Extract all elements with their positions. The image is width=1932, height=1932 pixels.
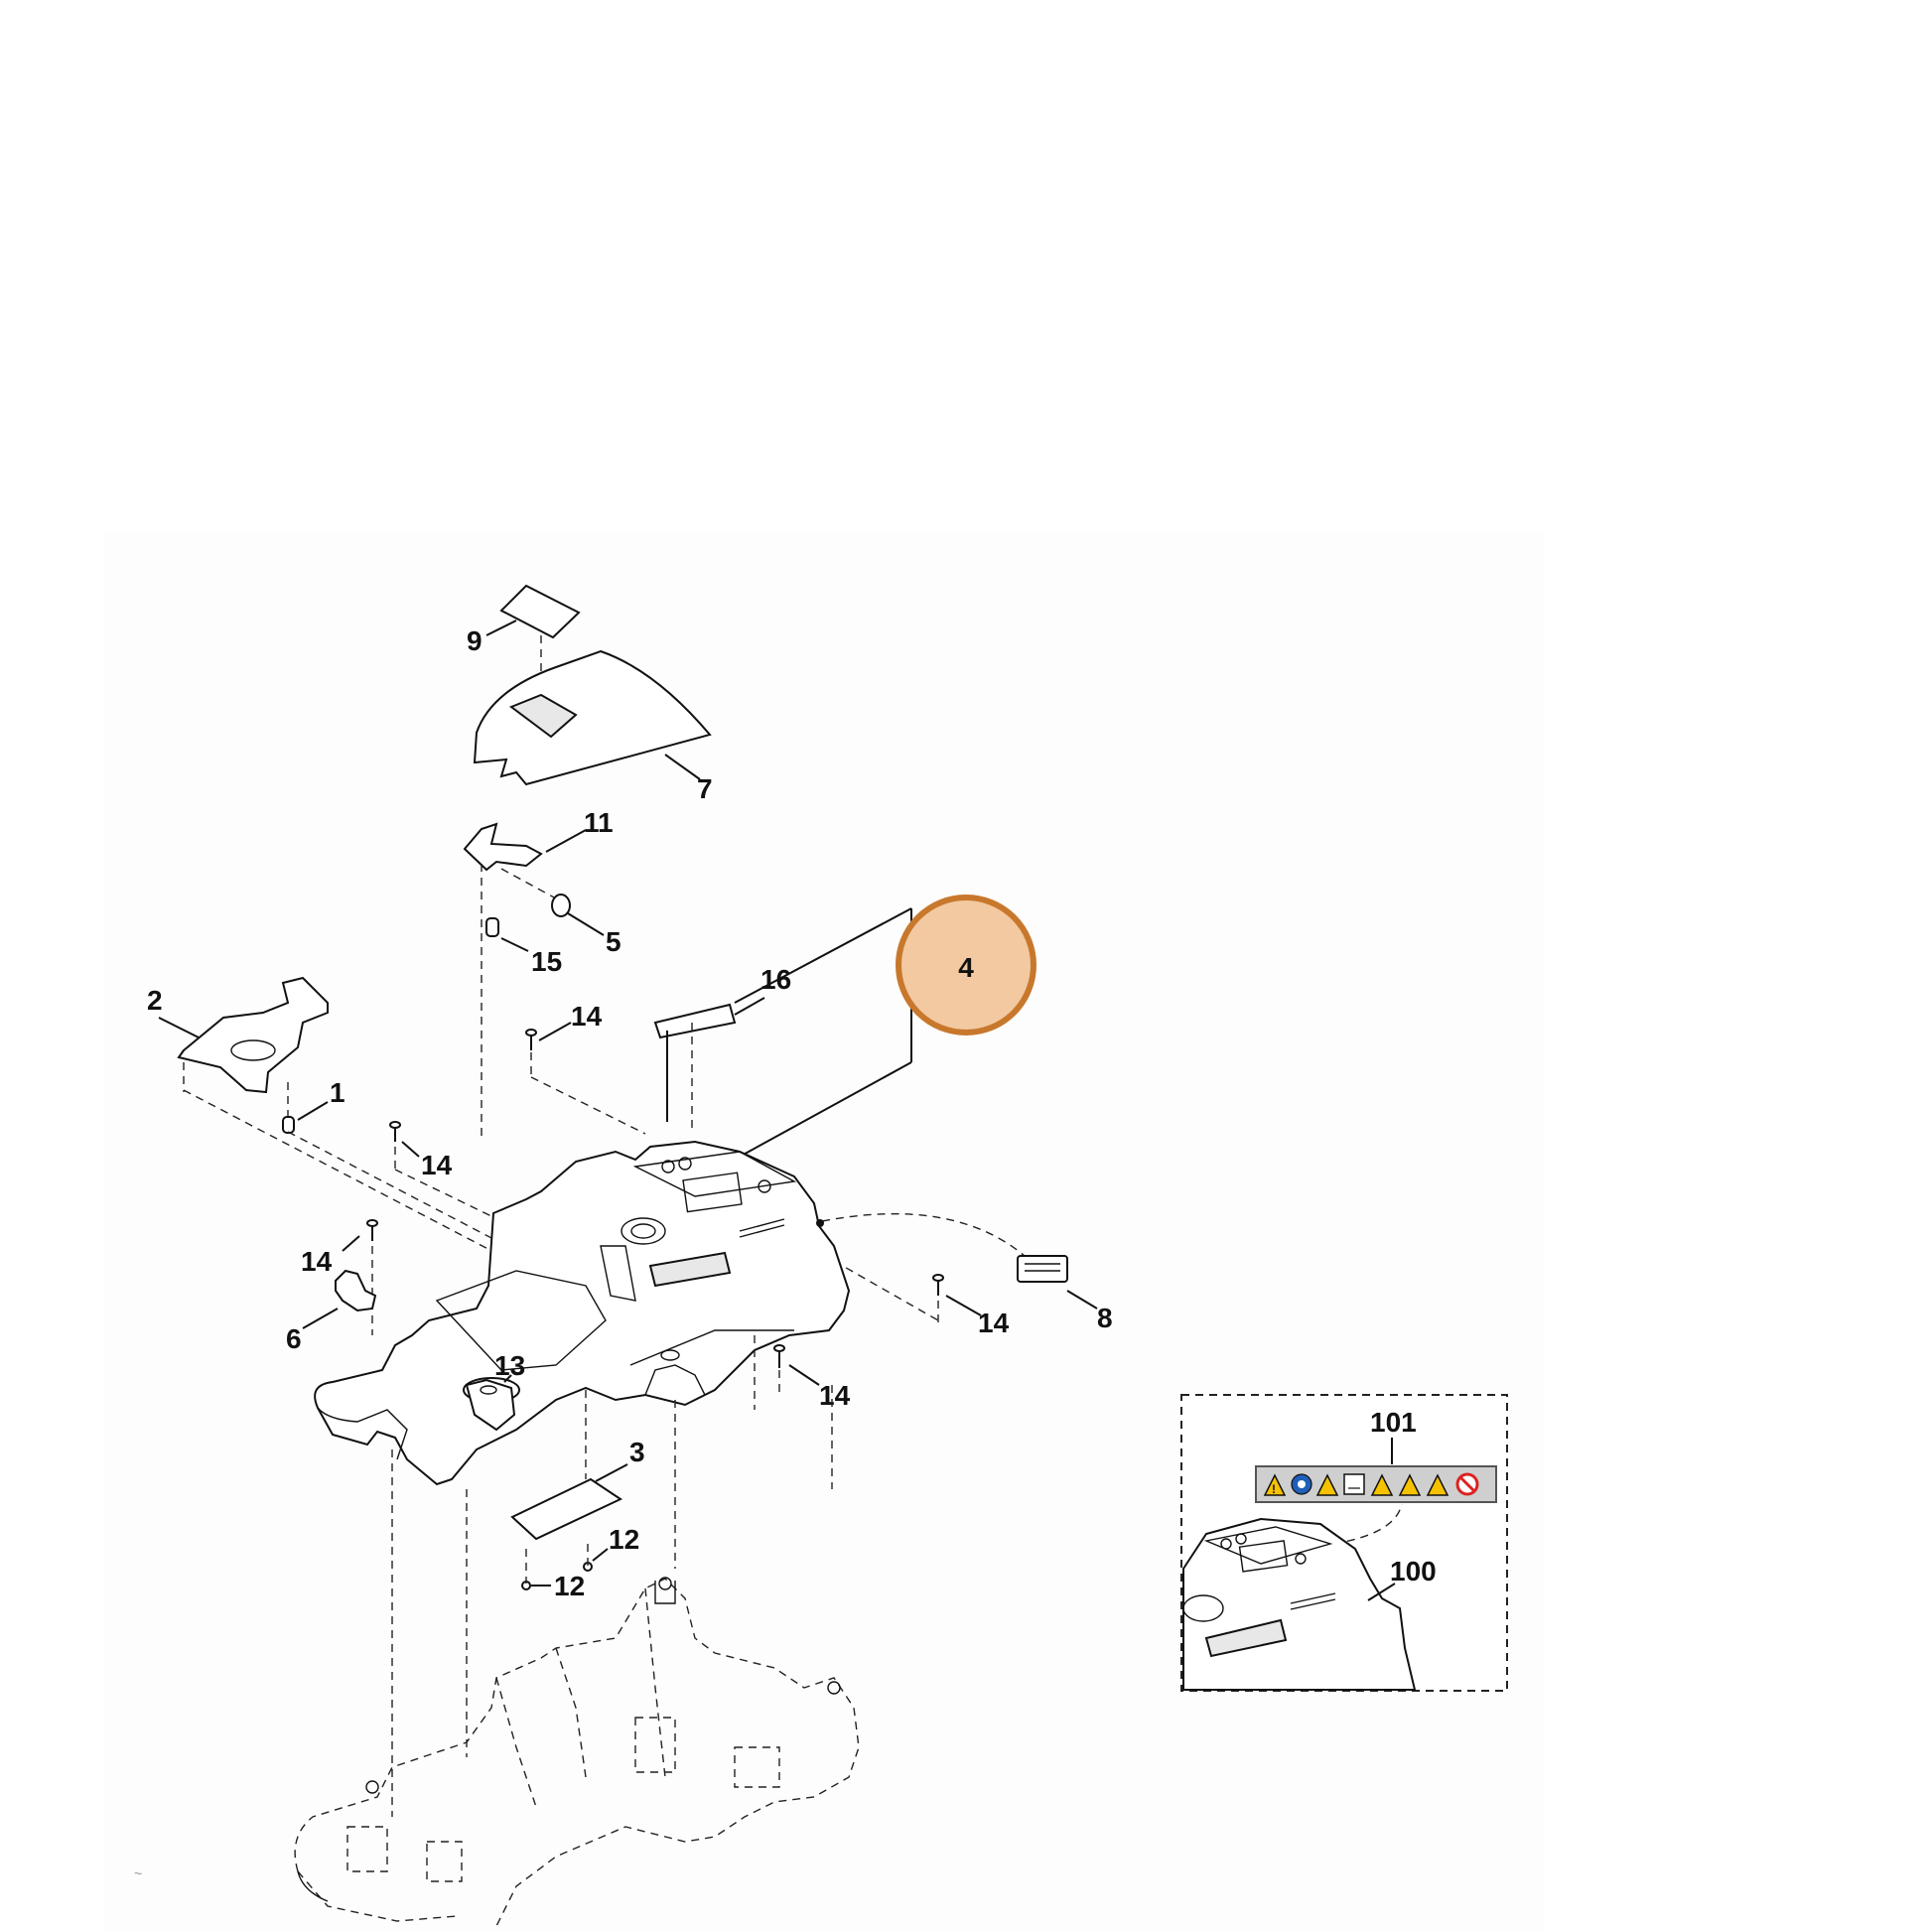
part-6-clip xyxy=(302,1269,377,1329)
label-2: 2 xyxy=(147,985,163,1016)
label-14-a: 14 xyxy=(571,1001,603,1032)
label-9: 9 xyxy=(467,625,483,656)
highlight-part-4[interactable]: 4 xyxy=(896,895,1036,1035)
label-3: 3 xyxy=(629,1437,645,1467)
part-2-bracket xyxy=(158,976,329,1122)
part-12-screw-a xyxy=(583,1544,609,1572)
warning-icon xyxy=(1370,1473,1394,1496)
manual-icon xyxy=(1343,1473,1365,1495)
stray-mark: ~ xyxy=(134,1865,142,1881)
warning-icon xyxy=(1398,1473,1422,1496)
label-12-b: 12 xyxy=(554,1571,585,1601)
label-1: 1 xyxy=(330,1077,345,1108)
warning-icon xyxy=(1426,1473,1449,1496)
part-14-screw-a xyxy=(525,1022,646,1135)
info-icon xyxy=(1291,1473,1312,1495)
prohibition-icon xyxy=(1455,1472,1479,1496)
label-5: 5 xyxy=(606,926,621,957)
label-14-e: 14 xyxy=(819,1380,851,1411)
label-11: 11 xyxy=(584,807,614,838)
label-14-b: 14 xyxy=(421,1150,453,1180)
label-13: 13 xyxy=(494,1350,525,1381)
main-housing xyxy=(314,1140,851,1486)
part-7-cover xyxy=(473,649,712,786)
part-14-screw-e xyxy=(773,1344,820,1395)
label-100: 100 xyxy=(1390,1556,1437,1587)
part-11-latch xyxy=(463,822,587,1142)
label-14-f: 14 xyxy=(978,1308,1010,1338)
label-8: 8 xyxy=(1097,1303,1113,1333)
inset-detail: 101 ! xyxy=(1180,1394,1508,1692)
label-6: 6 xyxy=(286,1323,302,1354)
part-15-pin xyxy=(485,917,529,952)
part-5-clip xyxy=(551,894,605,936)
part-14-screw-f xyxy=(833,1260,982,1325)
part-16-sensor-strip xyxy=(653,997,765,1132)
label-4: 4 xyxy=(958,952,974,983)
label-15: 15 xyxy=(531,946,562,977)
label-16: 16 xyxy=(760,964,791,995)
label-7: 7 xyxy=(697,773,713,804)
label-14-c: 14 xyxy=(301,1246,333,1277)
label-101: 101 xyxy=(1370,1407,1417,1438)
warning-icon xyxy=(1315,1473,1339,1496)
warning-decal: ! xyxy=(1255,1465,1497,1503)
drawing-area xyxy=(104,531,1544,1931)
part-12-screw-b xyxy=(521,1549,551,1590)
part-3-plate xyxy=(510,1463,628,1541)
warning-icon: ! xyxy=(1263,1473,1287,1496)
part-14-screw-b xyxy=(389,1121,492,1217)
chassis-frame xyxy=(294,1577,860,1927)
label-12-a: 12 xyxy=(609,1524,639,1555)
part-14-screw-c xyxy=(342,1219,378,1335)
part-13-knob xyxy=(463,1374,520,1432)
svg-text:!: ! xyxy=(1272,1482,1276,1496)
part-8-label-plate xyxy=(816,1213,1098,1310)
